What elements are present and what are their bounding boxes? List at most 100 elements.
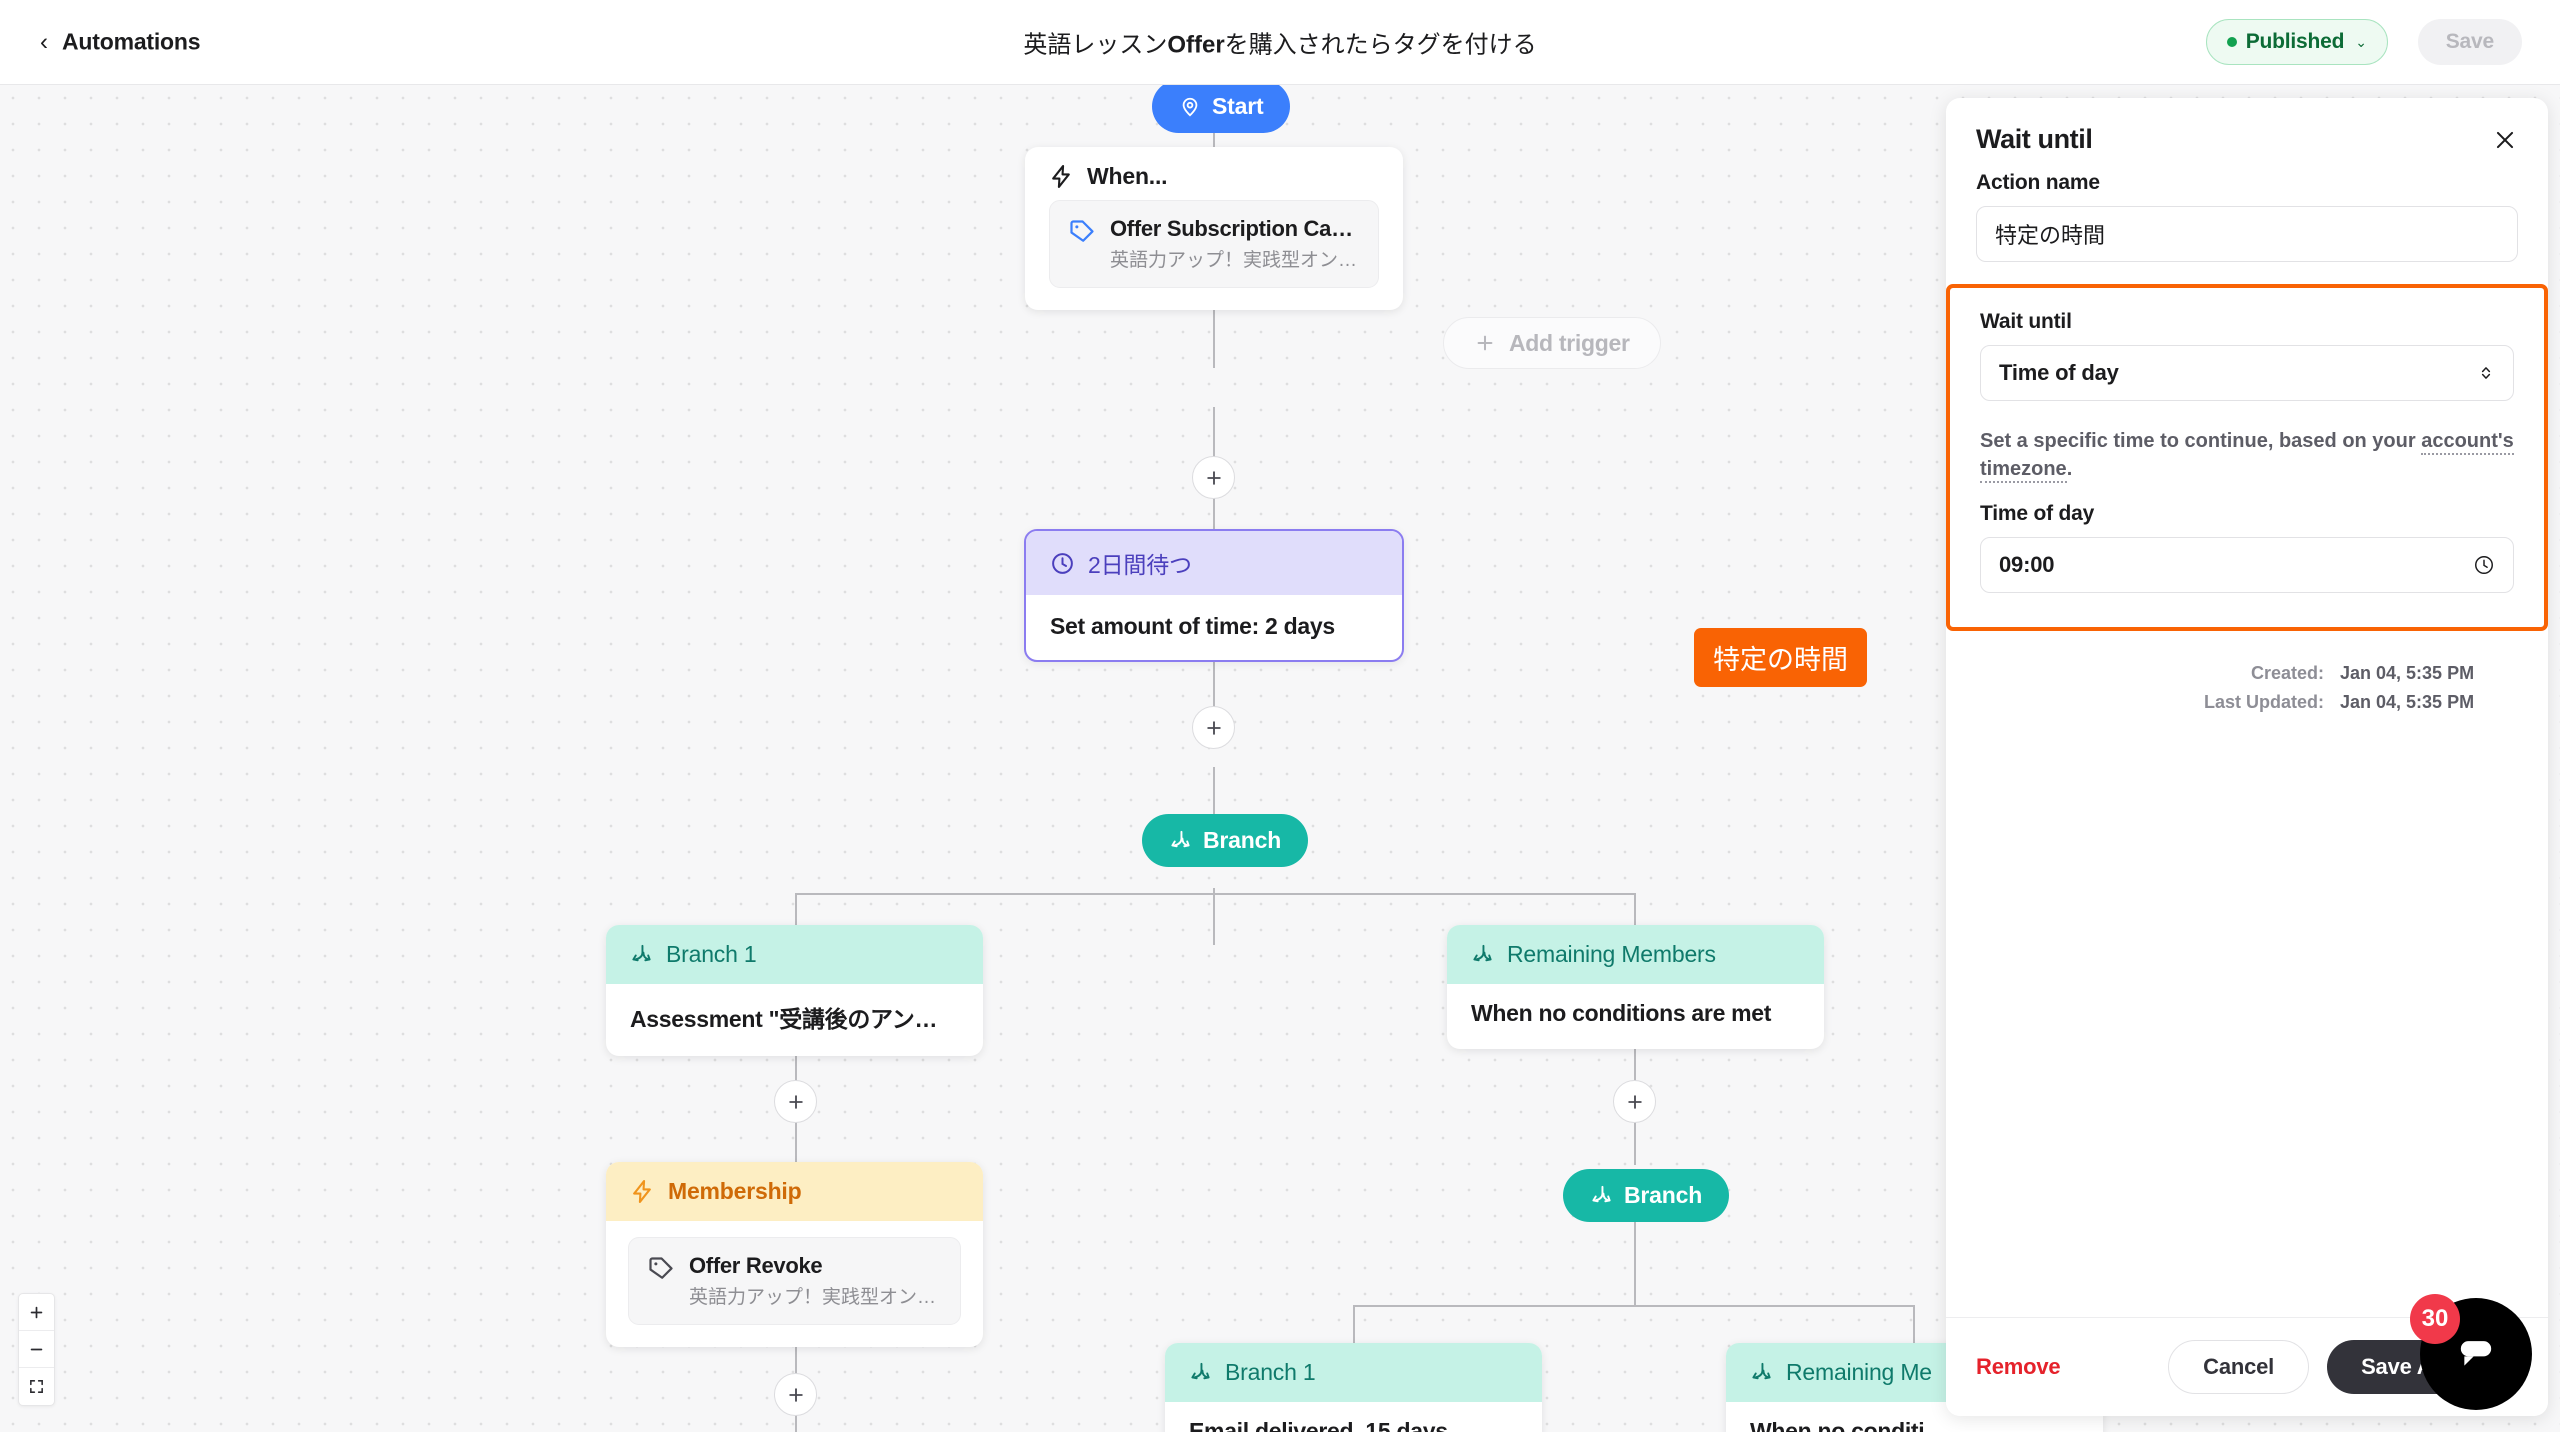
action-name-input[interactable]: 特定の時間 [1976, 206, 2518, 262]
time-of-day-value: 09:00 [1999, 551, 2055, 577]
branch-icon [1473, 944, 1492, 962]
panel-title: Wait until [1976, 124, 2093, 154]
last-updated-row: Last Updated: Jan 04, 5:35 PM [1946, 688, 2518, 718]
wait-node[interactable]: 2日間待つ Set amount of time: 2 days [1024, 529, 1404, 662]
plus-icon [1627, 1094, 1642, 1109]
connector [795, 1048, 797, 1103]
chevron-left-icon: ‹ [40, 28, 48, 55]
node-body: Offer Revoke 英語力アップ！実践型オンラインコ... [606, 1221, 983, 1347]
add-step-button[interactable] [774, 1080, 817, 1123]
node-body: Email delivered, 15 days [1165, 1402, 1542, 1432]
plus-icon [1206, 470, 1221, 485]
back-label: Automations [62, 28, 201, 55]
action-name-block: Action name 特定の時間 [1946, 171, 2548, 262]
close-icon[interactable] [2492, 127, 2518, 153]
add-step-button[interactable] [1192, 706, 1235, 749]
fit-screen-icon [30, 1380, 43, 1393]
branch-node-second[interactable]: Branch [1563, 1169, 1730, 1222]
helper-prefix: Set a specific time to continue, based o… [1980, 430, 2422, 452]
plus-icon [788, 1387, 803, 1402]
connector [795, 1122, 797, 1162]
connector [1213, 652, 1215, 728]
action-chip-title: Offer Revoke [689, 1253, 823, 1278]
node-header-label: Branch 1 [1225, 1359, 1316, 1385]
connector [1634, 1198, 1636, 1256]
created-label: Created: [2250, 662, 2324, 683]
node-header: Branch 1 [1165, 1343, 1542, 1402]
minus-icon [30, 1348, 43, 1350]
cancel-button[interactable]: Cancel [2168, 1340, 2310, 1394]
trigger-chip[interactable]: Offer Subscription Can... 英語力アップ！実践型オンライ… [1049, 200, 1379, 288]
zoom-out-button[interactable] [19, 1331, 54, 1368]
save-button[interactable]: Save [2417, 19, 2522, 65]
connector [1213, 767, 1215, 835]
node-body-text: When no conditi [1750, 1418, 1925, 1432]
node-header-label: Remaining Members [1507, 941, 1716, 967]
action-chip[interactable]: Offer Revoke 英語力アップ！実践型オンラインコ... [628, 1237, 961, 1325]
membership-node[interactable]: Membership Offer Revoke 英語力アップ！実践型オンラインコ… [606, 1162, 983, 1347]
add-trigger-button[interactable]: Add trigger [1443, 317, 1661, 369]
helper-suffix: . [2066, 458, 2073, 481]
top-bar: ‹ Automations 英語レッスンOfferを購入されたらタグを付ける P… [0, 0, 2560, 85]
status-badge[interactable]: Published ⌄ [2205, 19, 2388, 65]
last-updated-label: Last Updated: [2203, 692, 2324, 713]
branch-label: Branch [1203, 827, 1282, 853]
branch-icon [1592, 1185, 1611, 1203]
action-chip-subtitle: 英語力アップ！実践型オンラインコ... [689, 1287, 942, 1308]
created-value: Jan 04, 5:35 PM [2340, 662, 2475, 683]
branch-icon [1171, 830, 1190, 848]
add-step-button[interactable] [774, 1373, 817, 1416]
start-node[interactable]: Start [1152, 85, 1291, 133]
connector [795, 893, 797, 945]
page-title-prefix: 英語レッスン [1023, 31, 1168, 59]
node-body: Set amount of time: 2 days [1026, 595, 1402, 660]
zoom-in-button[interactable] [19, 1294, 54, 1331]
chevron-down-icon: ⌄ [2355, 33, 2367, 50]
panel-header: Wait until [1946, 98, 2548, 171]
account-link[interactable]: account's [2421, 430, 2514, 455]
node-header: Branch 1 [606, 925, 983, 984]
fit-to-screen-button[interactable] [19, 1368, 54, 1405]
connector [1634, 893, 1636, 945]
branch1-bottom-node[interactable]: Branch 1 Email delivered, 15 days [1165, 1343, 1542, 1432]
chat-widget-button[interactable]: 30 [2410, 1294, 2532, 1410]
status-label: Published [2245, 30, 2345, 53]
wait-until-select[interactable]: Time of day [1980, 345, 2514, 401]
node-body: Assessment "受講後のアンケート" c... [606, 984, 983, 1056]
plus-icon [30, 1306, 43, 1318]
branch-node-top[interactable]: Branch [1142, 814, 1309, 867]
node-header: Membership [606, 1162, 983, 1221]
annotation-label: 特定の時間 [1694, 628, 1867, 687]
chat-unread-badge: 30 [2410, 1294, 2460, 1344]
node-body: When no conditions are met [1447, 984, 1824, 1049]
time-of-day-input[interactable]: 09:00 [1980, 536, 2514, 593]
tag-icon [1070, 220, 1094, 242]
remove-button[interactable]: Remove [1976, 1354, 2061, 1379]
chat-bubble-icon [2460, 1341, 2492, 1366]
plus-icon [1206, 720, 1221, 735]
back-to-automations[interactable]: ‹ Automations [40, 28, 201, 56]
branch-icon [1752, 1362, 1771, 1380]
node-header: Remaining Members [1447, 925, 1824, 984]
zoom-controls[interactable] [18, 1293, 55, 1406]
branch1-left-node[interactable]: Branch 1 Assessment "受講後のアンケート" c... [606, 925, 983, 1056]
last-updated-value: Jan 04, 5:35 PM [2340, 692, 2475, 713]
page-title: 英語レッスンOfferを購入されたらタグを付ける [1023, 25, 1536, 60]
page-title-bold: Offer [1167, 31, 1225, 59]
add-step-button[interactable] [1613, 1080, 1656, 1123]
connector [1353, 1305, 1913, 1307]
connector [1353, 1305, 1355, 1353]
timezone-link[interactable]: timezone [1980, 458, 2067, 484]
connector [1913, 1305, 1915, 1353]
trigger-node-when[interactable]: When... Offer Subscription Can... 英語力アップ… [1025, 147, 1403, 310]
add-step-button[interactable] [1192, 456, 1235, 499]
branch-icon [632, 944, 651, 962]
panel-metadata: Created: Jan 04, 5:35 PM Last Updated: J… [1946, 631, 2548, 718]
remaining-members-node[interactable]: Remaining Members When no conditions are… [1447, 925, 1824, 1049]
node-body-text: When no conditions are met [1471, 1000, 1772, 1026]
action-name-label: Action name [1976, 171, 2100, 194]
status-dot-icon [2226, 37, 2237, 47]
wait-until-panel: Wait until Action name 特定の時間 Wait until … [1946, 98, 2548, 1416]
connector [795, 1413, 797, 1432]
connector [1634, 1048, 1636, 1103]
